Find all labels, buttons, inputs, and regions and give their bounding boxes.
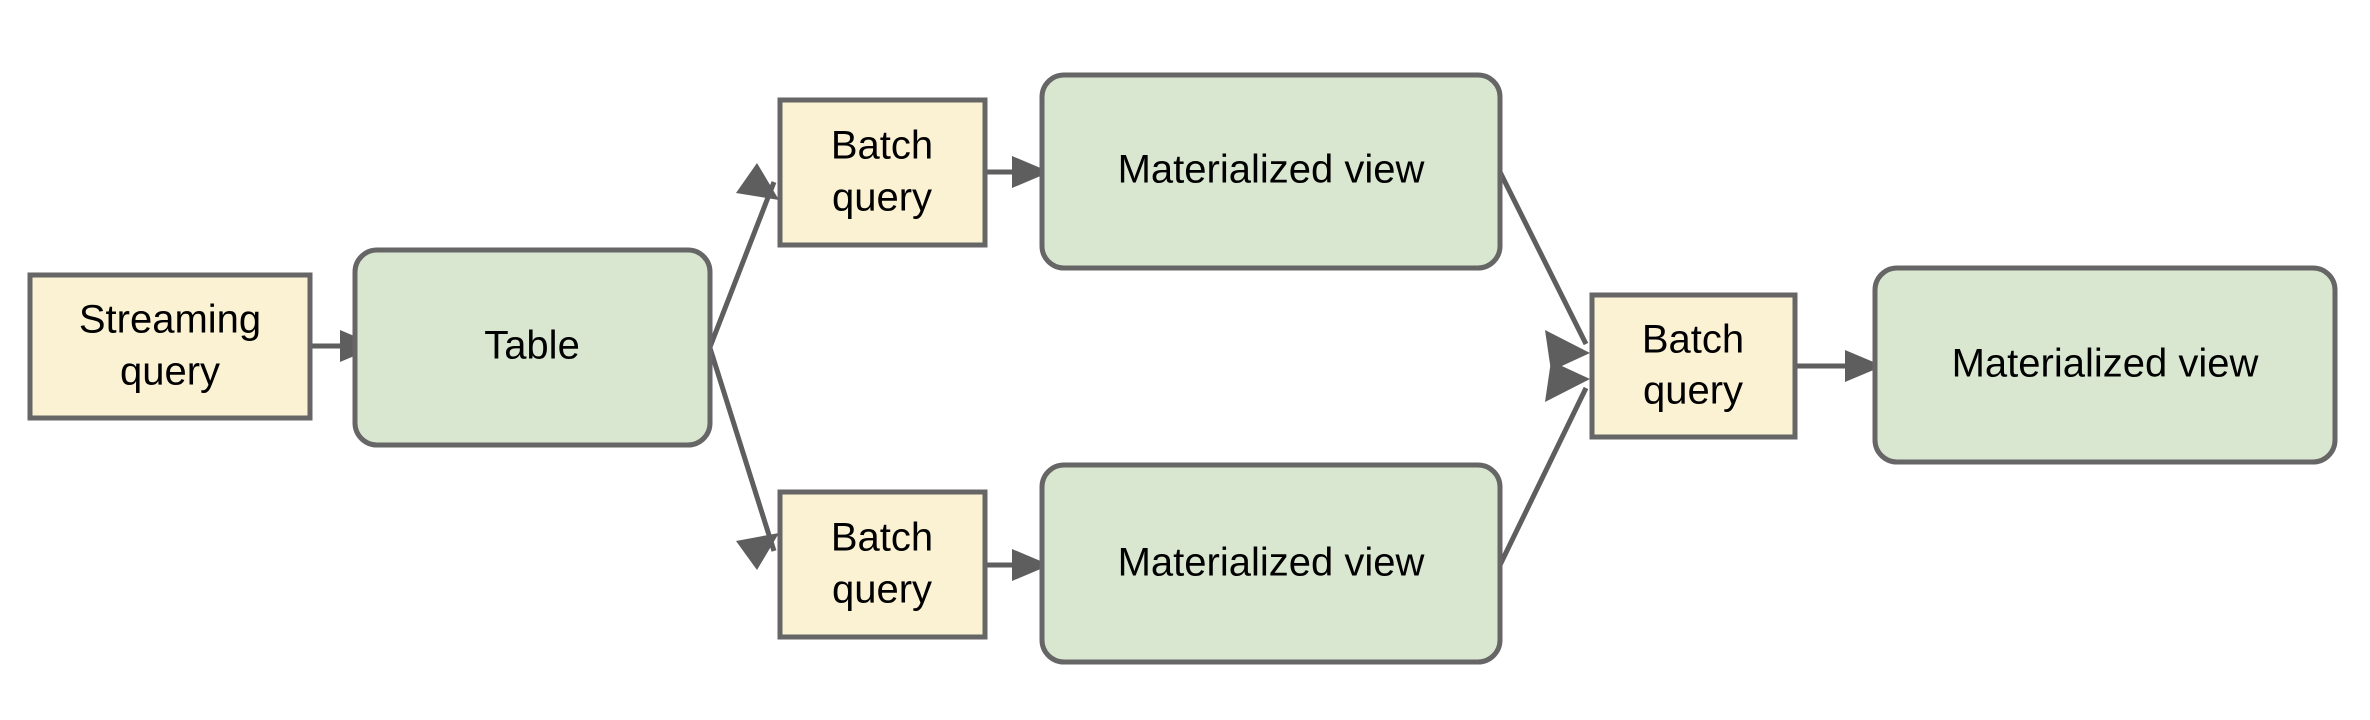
edge-line (707, 347, 777, 552)
node-label: Batch (1642, 318, 1744, 362)
node-label: Materialized view (1118, 148, 1425, 192)
node-label: query (832, 176, 932, 220)
arrowhead-icon (736, 163, 779, 200)
arrowhead-icon (1545, 330, 1590, 371)
node-label: Table (484, 324, 580, 368)
edge-table-to-batch-top (707, 163, 779, 348)
node-label: Materialized view (1118, 541, 1425, 585)
node-shape-rounded[interactable] (352, 247, 713, 448)
node-streaming-query[interactable]: Streaming query (27, 272, 313, 421)
node-batch-query-top[interactable]: Batch query (777, 97, 988, 248)
node-label: Streaming (79, 298, 261, 342)
edge-batch-top-to-mv-top (985, 156, 1050, 188)
node-shape-rounded[interactable] (1039, 462, 1503, 665)
node-materialized-view-top[interactable]: Materialized view (1039, 72, 1503, 271)
edge-layer (310, 156, 1883, 581)
node-shape-rounded[interactable] (1039, 72, 1503, 271)
arrowhead-icon (1012, 156, 1050, 188)
node-materialized-view-final[interactable]: Materialized view (1872, 265, 2338, 465)
node-table[interactable]: Table (352, 247, 713, 448)
edge-line (1497, 170, 1589, 346)
node-label: Batch (831, 124, 933, 168)
arrowhead-icon (1845, 350, 1883, 382)
node-shape-rect[interactable] (777, 97, 988, 248)
edge-mv-bottom-to-batch-join (1497, 361, 1590, 567)
arrowhead-icon (1012, 549, 1050, 581)
node-label: query (832, 568, 932, 612)
edge-batch-bottom-to-mv-bottom (985, 549, 1050, 581)
node-shape-rounded[interactable] (1872, 265, 2338, 465)
node-label: query (120, 350, 220, 394)
edge-table-to-batch-bottom (707, 347, 779, 570)
edge-line (1497, 386, 1589, 567)
node-layer: Streaming query Table Batch query Materi… (27, 72, 2338, 665)
node-materialized-view-bottom[interactable]: Materialized view (1039, 462, 1503, 665)
node-batch-query-bottom[interactable]: Batch query (777, 489, 988, 640)
node-shape-rect[interactable] (777, 489, 988, 640)
node-label: Materialized view (1952, 342, 2259, 386)
node-shape-rect[interactable] (1589, 292, 1798, 440)
node-label: Batch (831, 516, 933, 560)
node-label: query (1643, 369, 1743, 413)
node-batch-query-join[interactable]: Batch query (1589, 292, 1798, 440)
arrowhead-icon (1545, 361, 1590, 402)
edge-batch-join-to-mv-final (1795, 350, 1883, 382)
edge-line (707, 181, 777, 348)
arrowhead-icon (736, 533, 779, 570)
edge-mv-top-to-batch-join (1497, 170, 1590, 371)
node-shape-rect[interactable] (27, 272, 313, 421)
